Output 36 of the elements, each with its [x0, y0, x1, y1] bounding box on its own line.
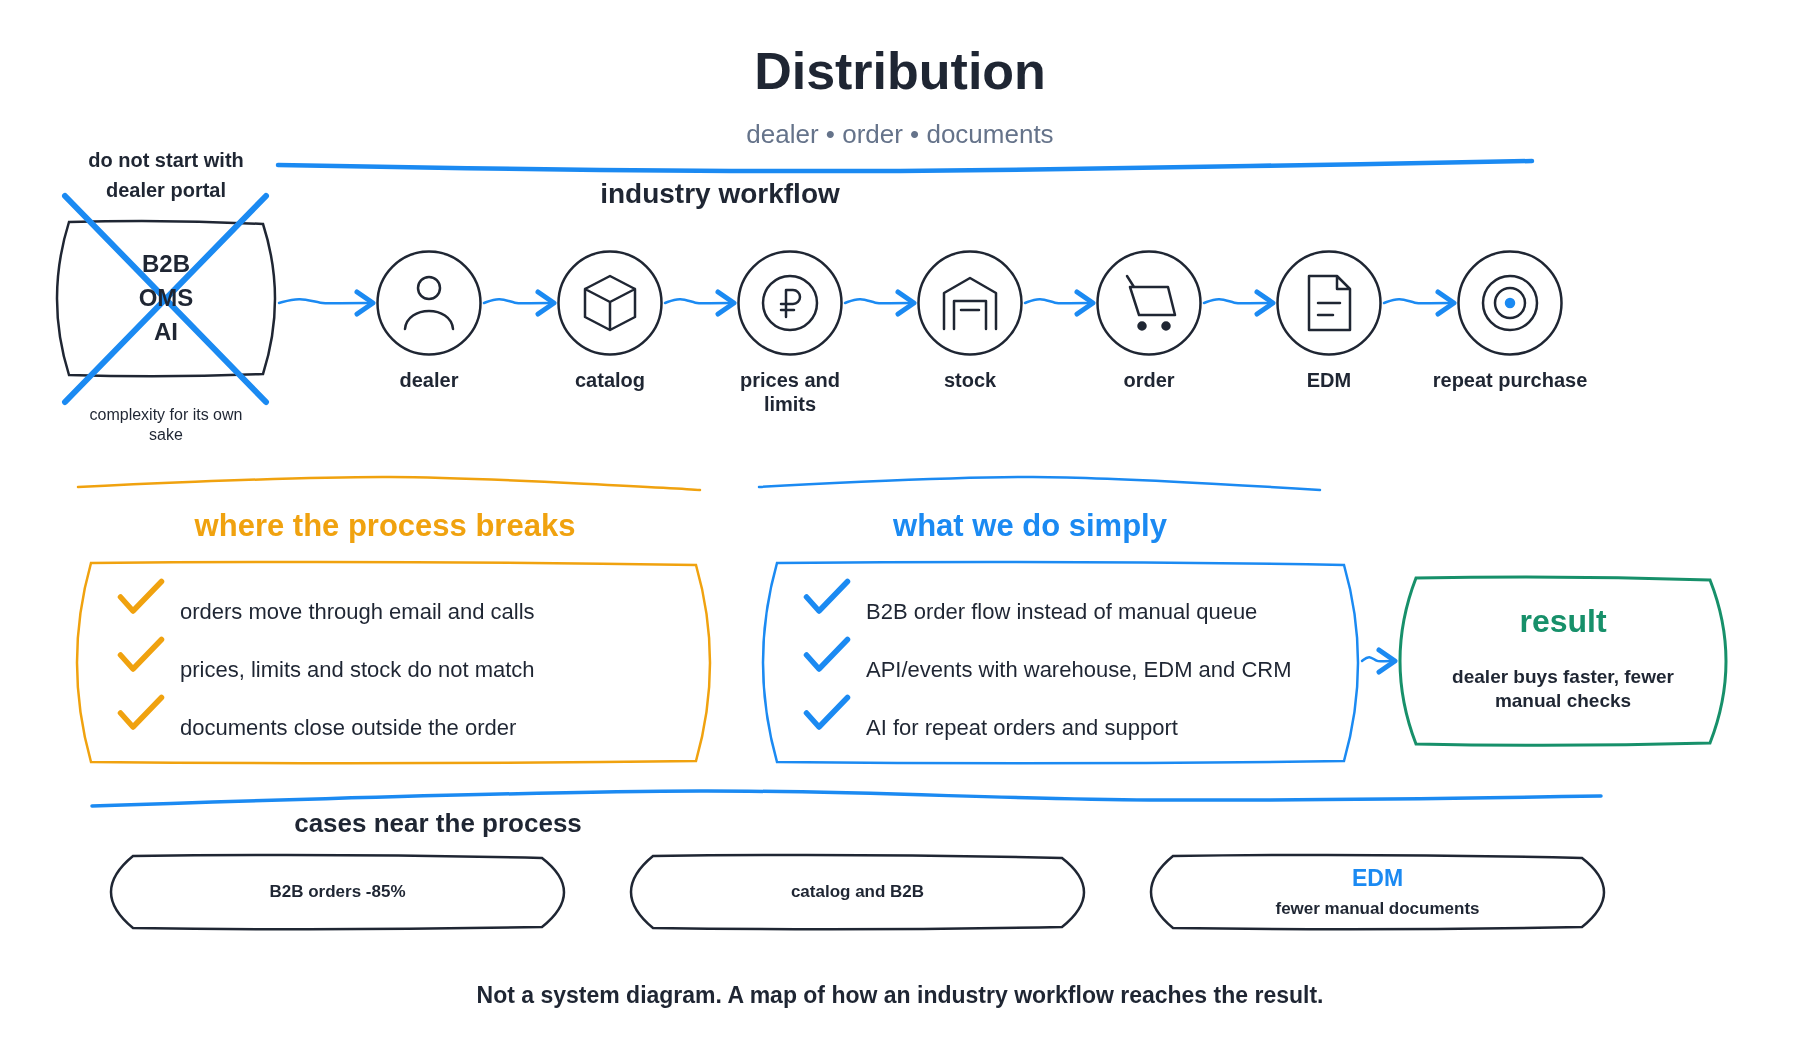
panel-heading: where the process breaks — [194, 507, 576, 545]
step-label: prices and limits — [738, 368, 841, 416]
arrow — [1202, 289, 1276, 317]
case-title: EDM — [1351, 864, 1404, 892]
step-label: EDM — [1306, 368, 1352, 392]
caption: Not a system diagram. A map of how an industry workflow reaches the result. — [476, 981, 1324, 1009]
checklist-item: B2B order flow instead of manual queue — [866, 598, 1258, 626]
checklist-item: API/events with warehouse, EDM and CRM — [866, 656, 1292, 684]
note-text: complexity for its own sake — [88, 405, 244, 445]
panel-heading: what we do simply — [893, 507, 1167, 545]
result-text: dealer buys faster, fewer manual checks — [1451, 665, 1675, 713]
box-heading: do not start with dealer portal — [87, 148, 245, 203]
arrow — [1382, 289, 1457, 317]
case-text: fewer manual documents — [1275, 898, 1480, 920]
result-heading: result — [1519, 602, 1607, 641]
case-text: B2B orders -85% — [269, 881, 406, 903]
step-label: stock — [943, 368, 997, 392]
step-label: repeat purchase — [1432, 368, 1588, 392]
arrow — [843, 289, 917, 317]
checklist-item: prices, limits and stock do not match — [180, 656, 535, 684]
arrow — [1023, 289, 1096, 317]
checklist-item: documents close outside the order — [180, 714, 517, 742]
arrow — [1360, 647, 1398, 675]
section-heading: industry workflow — [600, 178, 840, 210]
step-label: dealer — [399, 368, 459, 392]
subtitle: dealer • order • documents — [746, 118, 1054, 150]
arrow — [277, 289, 376, 317]
case-text: catalog and B2B — [790, 881, 925, 903]
diagram-title: Distribution — [754, 41, 1046, 102]
section-heading: cases near the process — [294, 807, 582, 839]
arrow — [663, 289, 737, 317]
checklist-item: orders move through email and calls — [180, 598, 535, 626]
step-label: order — [1123, 368, 1175, 392]
arrow — [482, 289, 557, 317]
checklist-item: AI for repeat orders and support — [866, 714, 1178, 742]
step-label: catalog — [575, 368, 645, 392]
